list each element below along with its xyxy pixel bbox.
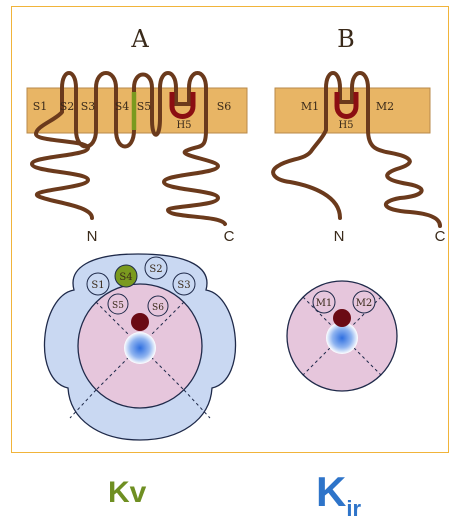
segment-label: S6	[217, 100, 232, 113]
kv-top-view	[44, 254, 235, 440]
kir-caption: Kir	[316, 468, 361, 522]
pore-loop-label: H5	[338, 120, 353, 131]
top-view-label-s3: S3	[177, 280, 190, 291]
segment-label: S3	[81, 100, 96, 113]
segment-label: S2	[60, 100, 75, 113]
top-view-label-s2: S2	[149, 264, 162, 275]
top-view-label-m1: M1	[316, 298, 333, 309]
segment-label: M2	[376, 100, 394, 113]
segment-label: M1	[301, 100, 319, 113]
segment-label: S5	[137, 100, 152, 113]
c-terminus-label: C	[435, 228, 446, 245]
kir-top-view	[287, 281, 397, 391]
top-view-label-s5: S5	[112, 301, 124, 311]
kir-caption-subscript: ir	[346, 496, 361, 521]
top-view-label-s1: S1	[91, 280, 104, 291]
kv-caption: Kv	[108, 476, 146, 510]
top-view-label-m2: M2	[356, 298, 373, 309]
kir-caption-main: K	[316, 468, 346, 515]
pore-loop-label: H5	[176, 120, 191, 131]
panel-b-title: B	[337, 25, 355, 53]
n-terminus-label: N	[334, 228, 345, 245]
panel-a-title: A	[130, 25, 149, 53]
segment-label: S1	[33, 100, 48, 113]
n-terminus-label: N	[87, 228, 98, 245]
top-view-label-s6: S6	[152, 303, 164, 313]
top-view-label-s4: S4	[119, 272, 132, 283]
segment-label: S4	[115, 100, 130, 113]
c-terminus-label: C	[224, 228, 235, 245]
